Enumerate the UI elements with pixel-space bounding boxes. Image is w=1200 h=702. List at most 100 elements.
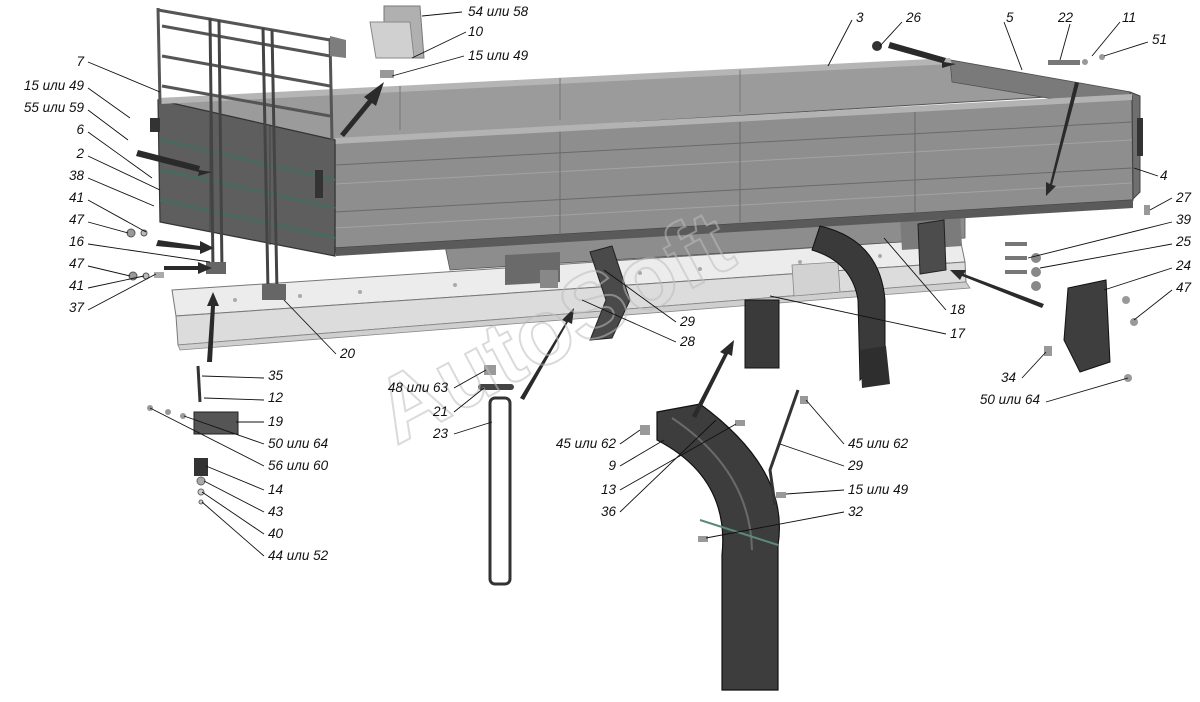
leader-line-c-29-top bbox=[603, 269, 677, 323]
callout-c-54-58: 54 или 58 bbox=[468, 4, 529, 19]
leader-line-c-34 bbox=[1021, 351, 1047, 379]
leader-line-c-37 bbox=[87, 273, 157, 311]
callout-c-55-59: 55 или 59 bbox=[24, 100, 85, 115]
leader-line-c-15-49-top bbox=[391, 55, 465, 77]
leader-line-c-20 bbox=[283, 299, 337, 355]
leader-line-c-12 bbox=[203, 397, 265, 401]
leader-line-c-10 bbox=[411, 31, 467, 59]
callout-c-21: 21 bbox=[432, 404, 448, 419]
leader-line-c-40 bbox=[201, 491, 265, 535]
leader-line-c-48-63 bbox=[453, 369, 487, 389]
callout-c-4: 4 bbox=[1160, 168, 1168, 183]
callout-c-35: 35 bbox=[268, 368, 284, 383]
leader-line-c-35 bbox=[201, 375, 265, 379]
leader-line-c-45-62-left bbox=[619, 429, 641, 445]
leader-line-c-9 bbox=[619, 439, 665, 467]
leader-line-c-51 bbox=[1103, 41, 1149, 57]
leader-line-c-5 bbox=[1003, 21, 1023, 71]
chassis-frame bbox=[171, 237, 971, 351]
callout-c-28: 28 bbox=[679, 334, 696, 349]
leader-line-c-3 bbox=[827, 19, 853, 67]
callout-c-22: 22 bbox=[1057, 10, 1074, 25]
rods bbox=[196, 365, 800, 586]
leader-line-c-21 bbox=[453, 387, 485, 413]
leader-line-c-50-64-right bbox=[1045, 377, 1129, 403]
leader-line-c-27 bbox=[1149, 197, 1173, 211]
callout-c-2: 2 bbox=[75, 146, 84, 161]
leader-line-c-26 bbox=[879, 21, 903, 47]
leader-line-c-47-mid bbox=[87, 265, 131, 277]
callout-c-16: 16 bbox=[69, 234, 85, 249]
callout-c-37: 37 bbox=[69, 300, 85, 315]
leader-line-c-54-58 bbox=[421, 11, 463, 17]
callout-c-15-49-left: 15 или 49 bbox=[24, 78, 85, 93]
callout-c-7: 7 bbox=[76, 54, 84, 69]
callout-c-23: 23 bbox=[432, 426, 449, 441]
ladder-bracket bbox=[330, 36, 346, 58]
callout-c-48-63: 48 или 63 bbox=[388, 380, 449, 395]
leader-line-c-32 bbox=[705, 511, 845, 539]
callout-c-47-top: 47 bbox=[69, 212, 85, 227]
callout-c-18: 18 bbox=[950, 302, 966, 317]
callout-c-38: 38 bbox=[69, 168, 85, 183]
callout-c-36: 36 bbox=[601, 504, 617, 519]
callout-c-14: 14 bbox=[268, 482, 283, 497]
callout-c-29-top: 29 bbox=[679, 314, 696, 329]
callout-c-17: 17 bbox=[950, 326, 966, 341]
leader-line-c-41-top bbox=[87, 199, 147, 233]
leader-line-c-14 bbox=[205, 465, 265, 491]
leader-line-c-15-49-bottom bbox=[785, 489, 845, 495]
left-hardware bbox=[126, 228, 286, 300]
leader-line-c-2 bbox=[87, 155, 161, 191]
callout-c-9: 9 bbox=[608, 458, 616, 473]
leader-line-c-25 bbox=[1039, 243, 1173, 269]
leader-line-c-16 bbox=[87, 243, 211, 263]
small-parts bbox=[147, 5, 1150, 542]
callout-c-40: 40 bbox=[268, 526, 284, 541]
callout-c-25: 25 bbox=[1175, 234, 1192, 249]
leader-line-c-11 bbox=[1091, 21, 1121, 57]
callout-c-39: 39 bbox=[1176, 212, 1192, 227]
callout-c-45-62-left: 45 или 62 bbox=[556, 436, 617, 451]
callout-c-15-49-bottom: 15 или 49 bbox=[848, 482, 909, 497]
assembly-arrows bbox=[136, 42, 1079, 418]
callout-c-47-mid: 47 bbox=[69, 256, 85, 271]
mount-plate bbox=[917, 219, 1111, 373]
leader-line-c-55-59 bbox=[87, 109, 129, 141]
callout-c-44-52: 44 или 52 bbox=[268, 548, 329, 563]
leader-line-c-56-60 bbox=[149, 407, 265, 467]
callout-c-41-top: 41 bbox=[69, 190, 84, 205]
leader-line-c-47-right bbox=[1133, 289, 1173, 321]
ladder bbox=[156, 7, 334, 293]
leader-line-c-41-mid bbox=[87, 275, 145, 289]
leader-line-c-24 bbox=[1103, 267, 1173, 291]
callout-c-3: 3 bbox=[856, 10, 864, 25]
leader-line-c-7 bbox=[87, 61, 161, 93]
callout-c-20: 20 bbox=[339, 346, 356, 361]
leader-line-c-50-64-left bbox=[183, 415, 265, 445]
callout-c-41-mid: 41 bbox=[69, 278, 84, 293]
callout-c-5: 5 bbox=[1006, 10, 1014, 25]
leader-line-c-39 bbox=[1027, 221, 1173, 259]
leader-line-c-45-62-right bbox=[805, 399, 845, 445]
callout-c-34: 34 bbox=[1001, 370, 1016, 385]
callout-c-10: 10 bbox=[468, 24, 484, 39]
callout-c-56-60: 56 или 60 bbox=[268, 458, 329, 473]
cargo-body bbox=[150, 58, 1143, 257]
callout-c-24: 24 bbox=[1175, 258, 1191, 273]
callout-c-29-bottom: 29 bbox=[847, 458, 864, 473]
callout-c-11: 11 bbox=[1122, 10, 1136, 25]
callout-c-6: 6 bbox=[76, 122, 84, 137]
leader-line-c-6 bbox=[87, 131, 153, 179]
callout-c-15-49-top: 15 или 49 bbox=[468, 48, 529, 63]
leader-line-c-43 bbox=[203, 480, 265, 513]
callout-c-26: 26 bbox=[905, 10, 922, 25]
leader-line-c-38 bbox=[87, 177, 155, 207]
mudguard-large bbox=[656, 403, 780, 691]
leader-line-c-23 bbox=[453, 421, 493, 435]
callout-c-13: 13 bbox=[601, 482, 617, 497]
leader-line-c-47-top bbox=[87, 221, 129, 234]
callout-c-19: 19 bbox=[268, 414, 284, 429]
